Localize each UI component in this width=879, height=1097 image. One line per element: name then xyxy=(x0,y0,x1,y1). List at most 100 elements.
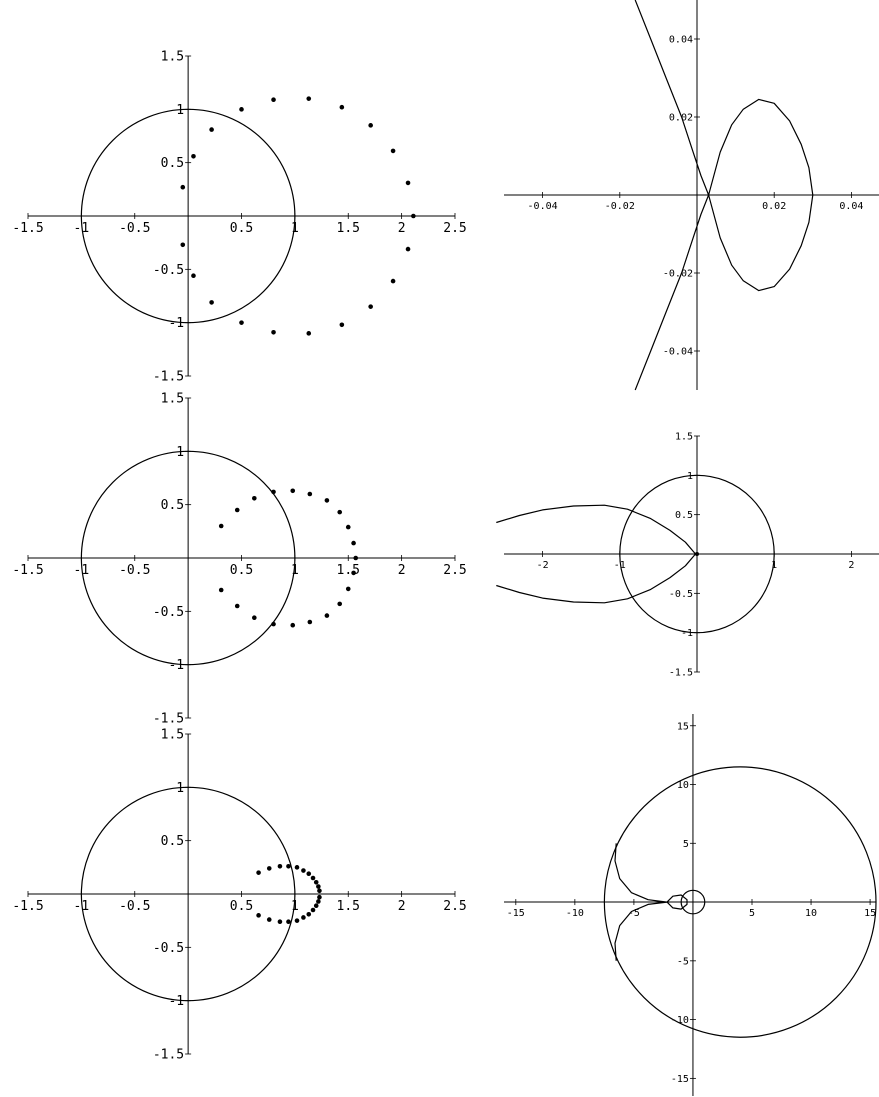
x-tick-label: 0.5 xyxy=(230,221,253,236)
y-tick-label: 1.5 xyxy=(161,728,184,743)
y-tick-label: -1 xyxy=(168,316,184,331)
data-point xyxy=(368,304,373,309)
x-tick-label: -1.5 xyxy=(12,899,43,914)
x-tick-label: 0.5 xyxy=(230,563,253,578)
y-tick-label: 1.5 xyxy=(161,50,184,65)
curve-line xyxy=(634,0,710,391)
y-tick-label: 1.5 xyxy=(161,392,184,407)
data-point xyxy=(345,524,351,530)
data-point xyxy=(337,601,343,607)
data-point xyxy=(316,899,321,904)
data-point xyxy=(411,213,416,219)
data-point xyxy=(317,888,322,894)
data-point xyxy=(337,509,343,515)
y-tick-label: 1 xyxy=(176,103,184,118)
y-tick-label: -0.04 xyxy=(663,347,693,358)
data-point xyxy=(271,621,276,627)
x-tick-label: 2.5 xyxy=(443,899,466,914)
x-tick-label: 2.5 xyxy=(443,563,466,578)
x-tick-label: -0.5 xyxy=(119,899,150,914)
y-tick-label: -0.5 xyxy=(669,589,693,600)
x-tick-label: 2.5 xyxy=(443,221,466,236)
y-tick-label: 0.5 xyxy=(161,498,184,513)
y-tick-label: -0.5 xyxy=(153,605,184,620)
y-tick-label: 1.5 xyxy=(675,432,693,443)
data-point xyxy=(324,613,330,618)
data-point xyxy=(266,917,272,922)
data-point xyxy=(277,863,283,869)
data-point xyxy=(353,555,359,561)
x-tick-label: -2 xyxy=(537,560,549,571)
data-point xyxy=(286,919,291,925)
y-tick-label: -1.5 xyxy=(669,668,693,679)
y-tick-label: 0.04 xyxy=(669,35,693,46)
data-point xyxy=(256,870,261,875)
x-tick-label: 10 xyxy=(805,908,817,919)
data-point xyxy=(277,919,283,925)
data-point xyxy=(390,278,396,284)
data-point xyxy=(252,615,257,621)
x-tick-label: 5 xyxy=(749,908,755,919)
data-point xyxy=(405,246,411,252)
data-point xyxy=(239,320,244,325)
circle-curve xyxy=(603,766,877,1038)
x-tick-label: 2 xyxy=(398,221,406,236)
data-point xyxy=(339,322,345,328)
data-point xyxy=(324,498,330,503)
data-point xyxy=(286,863,291,869)
x-tick-label: 0.02 xyxy=(762,201,786,212)
data-point xyxy=(180,242,186,248)
x-tick-label: 1 xyxy=(291,563,299,578)
data-point xyxy=(234,507,240,513)
data-point xyxy=(310,907,316,913)
x-tick-label: -0.02 xyxy=(605,201,635,212)
x-tick-label: 1 xyxy=(291,899,299,914)
data-point xyxy=(294,918,300,923)
data-point xyxy=(307,491,313,497)
data-point xyxy=(294,865,300,870)
y-tick-label: 5 xyxy=(683,839,689,850)
x-tick-label: 0.04 xyxy=(839,201,863,212)
circle-curve xyxy=(80,786,296,1002)
y-tick-label: -0.02 xyxy=(663,269,693,280)
x-tick-label: 1 xyxy=(771,560,777,571)
data-point xyxy=(290,622,296,628)
circle-curve xyxy=(680,889,706,915)
data-point xyxy=(310,875,316,881)
x-tick-label: -1.5 xyxy=(12,563,43,578)
y-tick-label: 15 xyxy=(677,721,689,732)
y-tick-label: 1 xyxy=(176,445,184,460)
x-tick-label: 1.5 xyxy=(337,899,360,914)
data-point xyxy=(256,913,261,918)
data-point xyxy=(307,619,313,625)
data-point xyxy=(180,184,186,190)
circle-curve xyxy=(619,474,775,634)
x-tick-label: -1 xyxy=(614,560,626,571)
data-point xyxy=(252,495,257,501)
data-point xyxy=(271,489,276,495)
x-tick-label: -0.5 xyxy=(119,563,150,578)
y-tick-label: 0.5 xyxy=(161,834,184,849)
data-point xyxy=(306,331,312,336)
y-tick-label: -1.5 xyxy=(153,1048,184,1063)
data-point xyxy=(209,300,214,305)
data-point xyxy=(345,586,351,592)
data-point xyxy=(239,107,244,112)
x-tick-label: -0.04 xyxy=(528,201,558,212)
data-point xyxy=(351,540,356,546)
data-point xyxy=(306,96,312,101)
y-tick-label: -1.5 xyxy=(153,370,184,385)
x-tick-label: 1 xyxy=(291,221,299,236)
origin-marker xyxy=(695,552,699,556)
y-tick-label: -1 xyxy=(168,994,184,1009)
x-tick-label: -1 xyxy=(74,563,90,578)
data-point xyxy=(191,273,196,279)
circle-curve xyxy=(80,108,296,324)
y-tick-label: 1 xyxy=(176,781,184,796)
data-point xyxy=(306,911,312,917)
y-tick-label: -0.5 xyxy=(153,941,184,956)
